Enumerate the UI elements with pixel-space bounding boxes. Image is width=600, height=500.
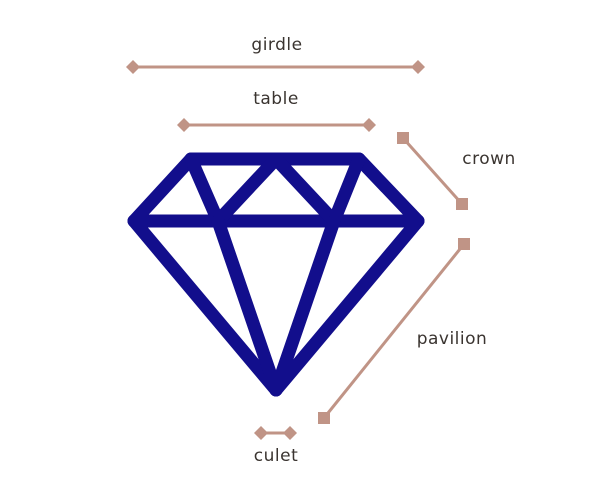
- culet-right-cap: [283, 426, 297, 440]
- diamond-pavilion-facet-left: [211, 214, 283, 397]
- pavilion-bottom-cap: [318, 412, 330, 424]
- crown-bottom-cap: [456, 198, 468, 210]
- crown-label: crown: [462, 149, 516, 169]
- culet-left-cap: [254, 426, 268, 440]
- diamond-outline: [127, 152, 425, 397]
- girdle-label: girdle: [251, 35, 303, 55]
- girdle-right-cap: [411, 60, 425, 74]
- table-right-cap: [362, 118, 376, 132]
- culet-label: culet: [253, 446, 299, 466]
- diamond-icon: [127, 152, 425, 397]
- diamond-pavilion-facet-right: [269, 214, 341, 397]
- pavilion-label: pavilion: [416, 329, 488, 349]
- table-label: table: [253, 89, 299, 109]
- pavilion-dimension-line: [322, 243, 466, 419]
- crown-top-cap: [397, 132, 409, 144]
- pavilion-top-cap: [458, 238, 470, 250]
- diamond-crown-facets: [184, 152, 366, 228]
- girdle-left-cap: [126, 60, 140, 74]
- crown-dimension-line: [401, 137, 464, 205]
- table-left-cap: [177, 118, 191, 132]
